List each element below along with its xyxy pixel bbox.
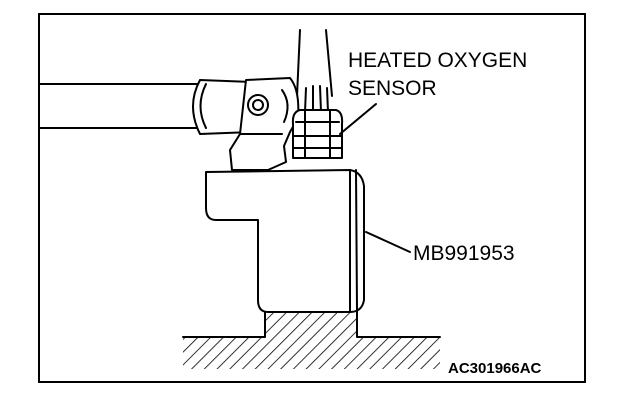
socket-tool [205,169,365,313]
figure-code: AC301966AC [448,360,542,377]
tool-leader-line [365,231,411,253]
oxygen-sensor [291,109,344,159]
wrench-handle [39,79,253,135]
sensor-label-line1: HEATED OXYGEN [348,49,527,72]
wrench-head [229,77,300,171]
diagram-frame [38,13,586,383]
tool-label: MB991953 [413,242,515,265]
base-block [182,309,441,369]
sensor-label-line2: SENSOR [348,77,437,100]
sensor-leader-line [339,103,377,135]
sensor-wires [296,29,333,113]
